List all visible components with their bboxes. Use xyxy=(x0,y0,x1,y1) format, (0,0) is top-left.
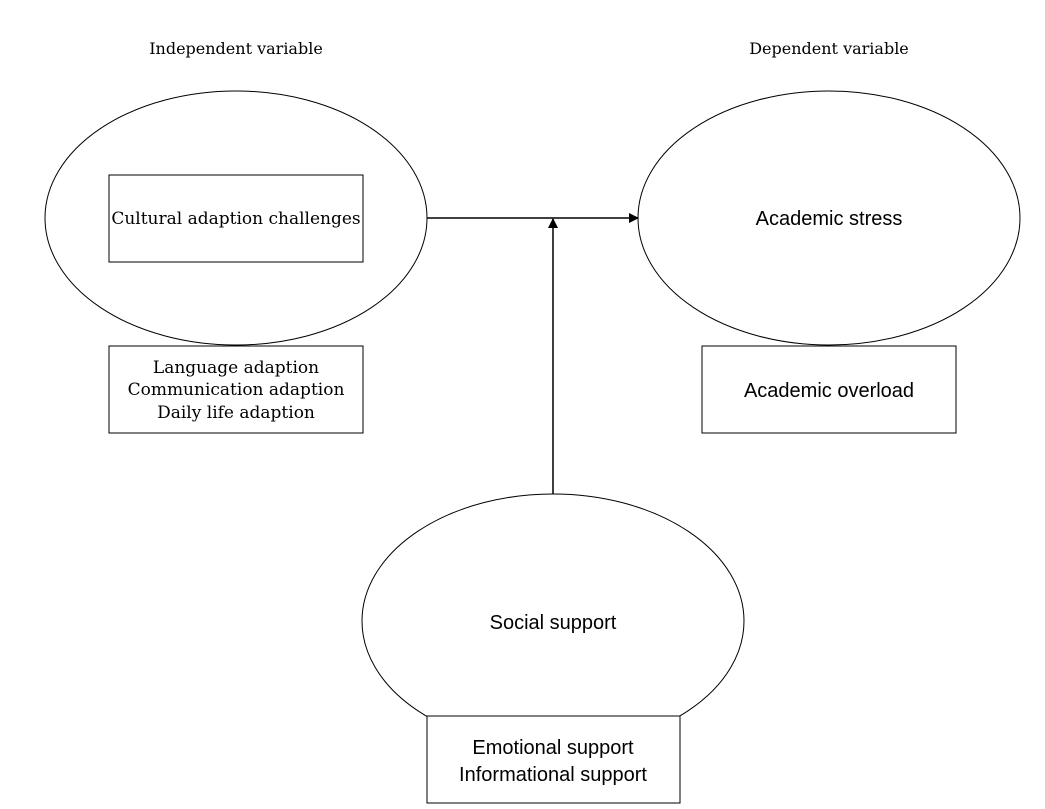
independent-variable-label: Independent variable xyxy=(149,39,323,58)
independent-dimension-communication: Communication adaption xyxy=(128,380,345,400)
dependent-dimensions-box xyxy=(701,345,957,434)
independent-construct-label: Cultural adaption challenges xyxy=(111,209,360,229)
independent-construct-box xyxy=(108,174,364,263)
moderator-construct-label: Social support xyxy=(490,612,617,634)
moderator-dimension-informational: Informational support xyxy=(459,764,647,786)
dependent-dimension-academic-overload: Academic overload xyxy=(744,380,914,402)
dependent-construct-label: Academic stress xyxy=(756,208,903,230)
independent-dimension-daily-life: Daily life adaption xyxy=(157,403,315,423)
independent-dimensions-box xyxy=(108,345,364,434)
dependent-variable-label: Dependent variable xyxy=(749,39,909,58)
independent-dimension-language: Language adaption xyxy=(153,358,319,378)
moderator-dimensions-box xyxy=(426,715,681,804)
moderator-dimension-emotional: Emotional support xyxy=(472,737,634,759)
